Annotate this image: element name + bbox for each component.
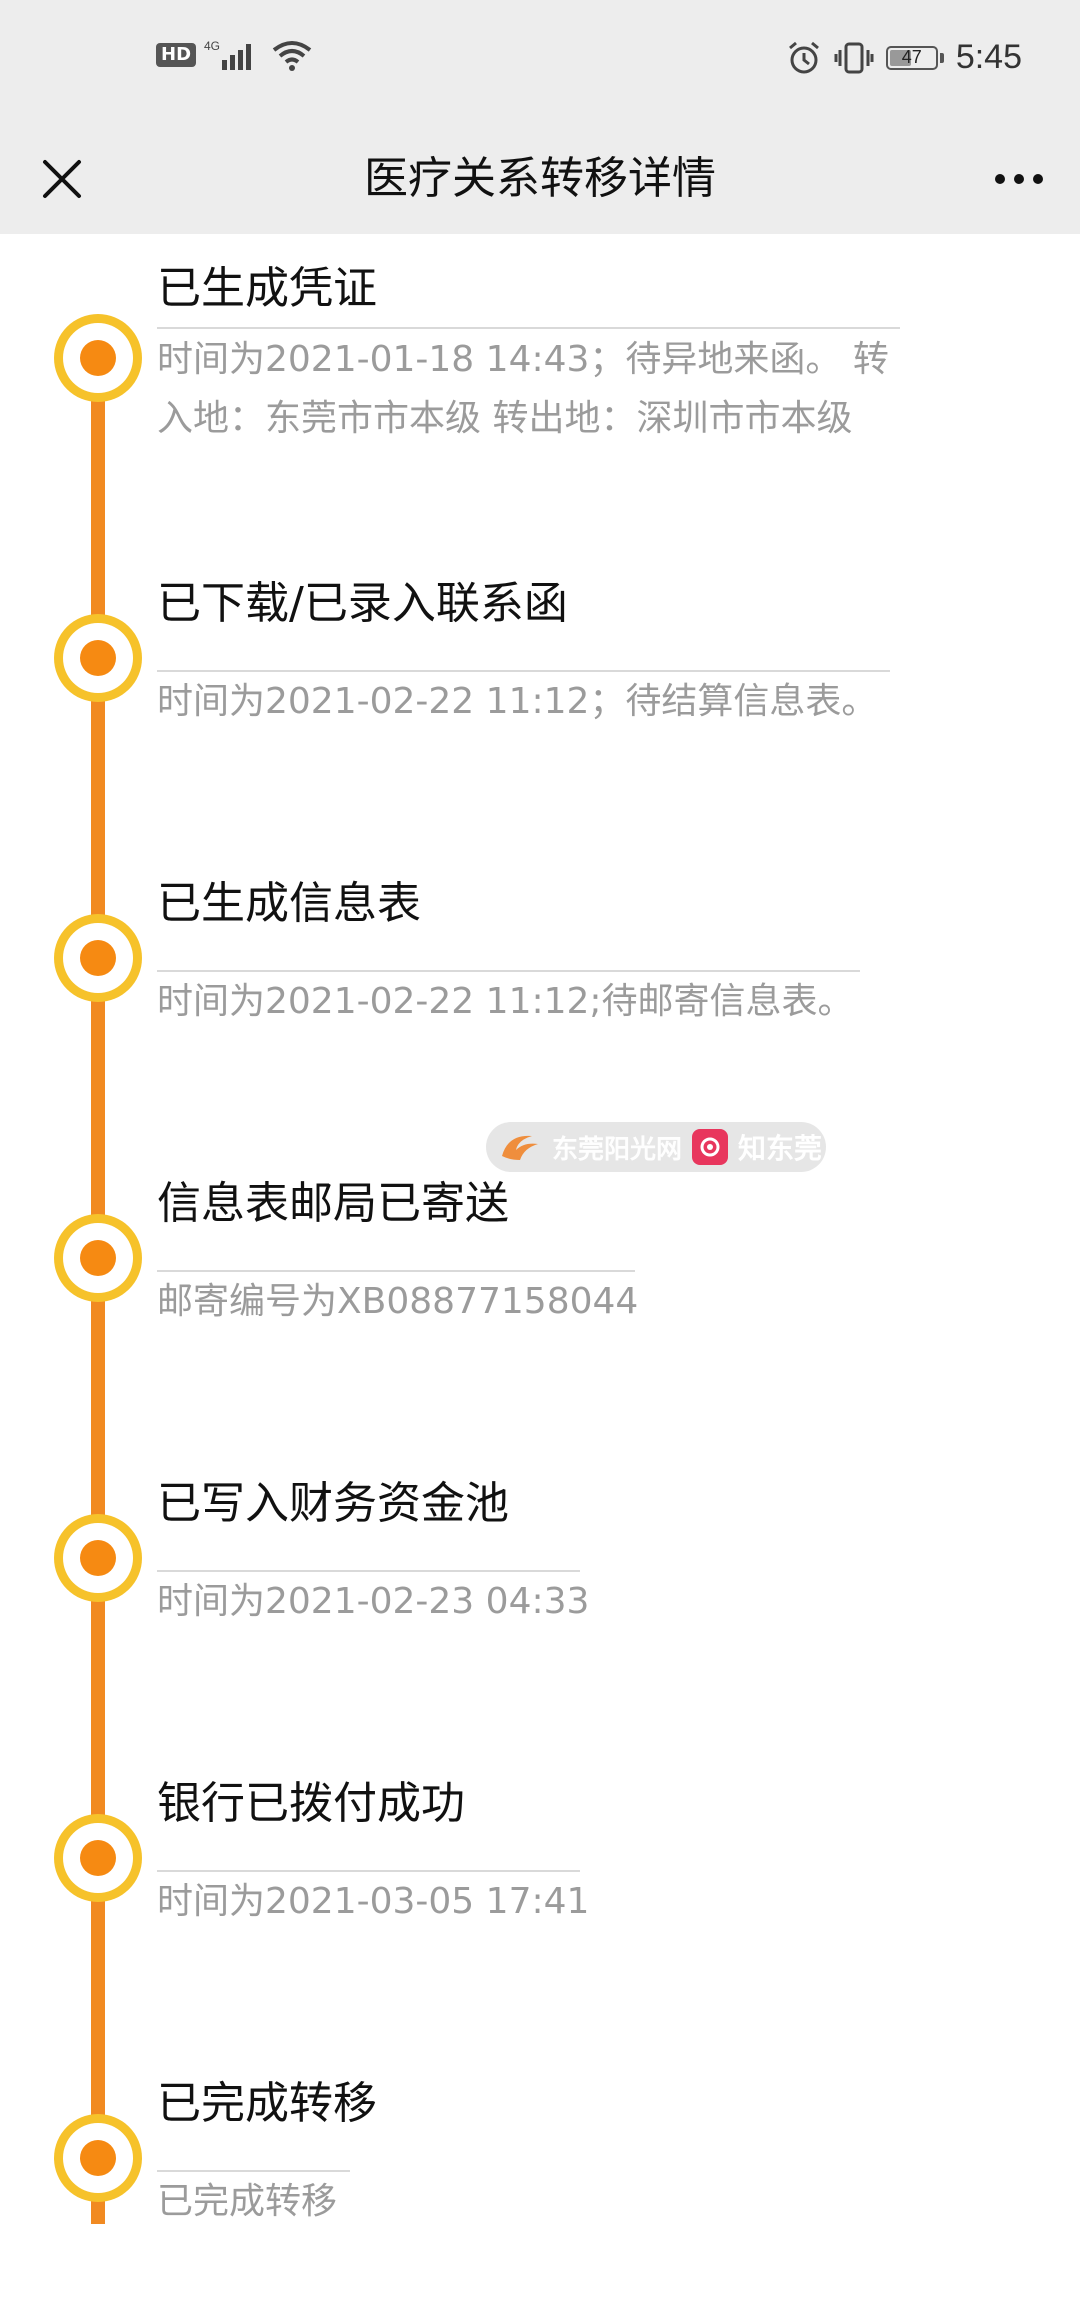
step-divider	[157, 970, 860, 972]
step-description-line2: 入地：东莞市市本级 转出地：深圳市市本级	[157, 398, 853, 439]
step-title: 已下载/已录入联系函	[157, 578, 568, 629]
status-time: 5:45	[955, 38, 1022, 76]
step-description: 时间为2021-03-05 17:41	[157, 1881, 590, 1922]
step-description: 时间为2021-02-22 11:12;待邮寄信息表。	[157, 981, 854, 1022]
eye-logo-icon	[692, 1129, 729, 1165]
status-bar: HD 4G 47 5:45	[0, 0, 1080, 124]
alarm-icon	[788, 41, 819, 73]
battery-tip	[939, 52, 944, 63]
watermark-text-2: 知东莞	[738, 1132, 823, 1165]
battery-fill	[889, 49, 911, 66]
status-bar-right: 47 5:45	[786, 38, 1022, 77]
step-title: 已写入财务资金池	[157, 1478, 509, 1529]
step-title: 已生成信息表	[157, 878, 421, 929]
close-icon	[43, 160, 81, 198]
page-title: 医疗关系转移详情	[364, 153, 716, 204]
status-bar-left: HD 4G	[156, 38, 314, 72]
step-description: 已完成转移	[157, 2181, 338, 2222]
step-divider	[157, 1570, 580, 1572]
close-button[interactable]	[30, 147, 94, 211]
more-icon-dot	[1014, 174, 1024, 184]
vibrate-icon	[834, 42, 874, 73]
sun-logo-icon	[502, 1135, 538, 1160]
step-description: 时间为2021-02-22 11:12；待结算信息表。	[157, 681, 878, 722]
more-icon-dot	[995, 174, 1005, 184]
watermark-text-1: 东莞阳光网	[552, 1134, 683, 1165]
battery-level: 47	[901, 47, 922, 67]
timeline-node-icon	[54, 1514, 142, 1602]
timeline-node-icon	[54, 914, 142, 1002]
step-title: 已完成转移	[157, 2078, 377, 2129]
timeline-node-icon	[54, 314, 142, 402]
more-icon-dot	[1033, 174, 1043, 184]
step-title: 已生成凭证	[157, 263, 377, 314]
timeline-node-icon	[54, 614, 142, 702]
signal-icon: 4G	[204, 39, 252, 70]
hd-badge: HD	[156, 43, 197, 67]
watermark: 东莞阳光网 知东莞	[486, 1122, 826, 1172]
timeline-node-icon	[54, 1214, 142, 1302]
step-divider	[157, 2170, 350, 2172]
more-button[interactable]	[984, 152, 1054, 206]
wifi-icon	[272, 41, 312, 71]
step-divider	[157, 1270, 635, 1272]
timeline-node-icon	[54, 1814, 142, 1902]
svg-text:4G: 4G	[204, 39, 220, 53]
step-description: 邮寄编号为XB08877158044	[157, 1281, 639, 1322]
step-divider	[157, 327, 900, 329]
step-description: 时间为2021-01-18 14:43；待异地来函。 转	[157, 339, 889, 380]
battery-icon: 47	[885, 45, 938, 70]
title-bar: 医疗关系转移详情	[0, 124, 1080, 234]
step-divider	[157, 670, 890, 672]
step-divider	[157, 1870, 580, 1872]
transfer-timeline: 已生成凭证 时间为2021-01-18 14:43；待异地来函。 转 入地：东莞…	[0, 234, 1080, 2310]
step-title: 银行已拨付成功	[157, 1778, 465, 1829]
timeline-node-icon	[54, 2114, 142, 2202]
step-title: 信息表邮局已寄送	[157, 1178, 509, 1229]
step-description: 时间为2021-02-23 04:33	[157, 1581, 590, 1622]
